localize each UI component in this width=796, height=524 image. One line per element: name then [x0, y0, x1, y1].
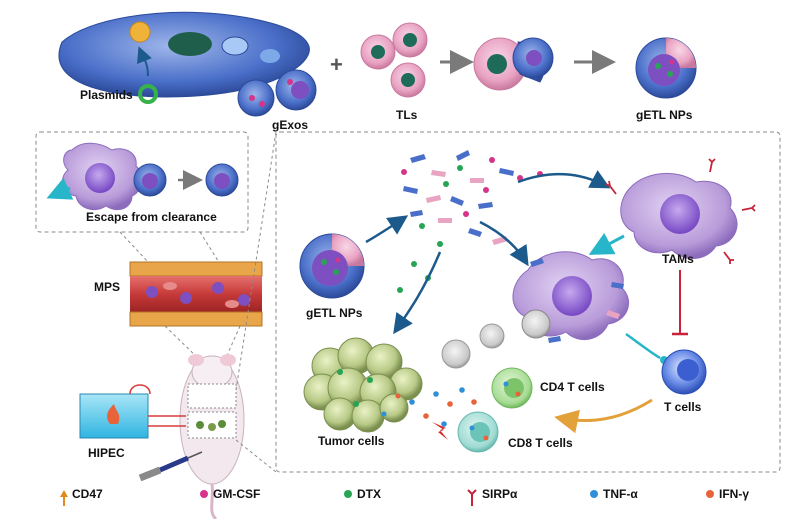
legend: CD47 GM-CSF DTX SIRPα TNF-α IFN-γ [0, 487, 796, 513]
cd8-t-cell [457, 411, 499, 453]
legend-gmcsf-label: GM-CSF [213, 487, 261, 501]
engulfed-debris [521, 309, 551, 339]
legend-sirpa: SIRPα [482, 487, 517, 501]
label-getl-mid: gETL NPs [306, 306, 363, 320]
dtx-legend-icon [344, 490, 352, 498]
guide-line [119, 231, 151, 265]
guide-line [235, 439, 277, 473]
plus-sign: + [330, 52, 343, 77]
sirpa-receptor-icon [723, 251, 734, 264]
mitochondria-icon [221, 36, 249, 56]
arrow-gmcsf-to-tams [517, 170, 611, 189]
legend-gmcsf: GM-CSF [200, 487, 260, 501]
plasmid-icon [137, 46, 158, 104]
tumor-debris [479, 323, 505, 349]
released-payload [397, 157, 543, 293]
guide-line [235, 131, 277, 391]
guide-line [199, 231, 221, 265]
getl-np-free [205, 163, 239, 197]
label-cd4: CD4 T cells [540, 380, 605, 394]
arrow-np-to-burst [365, 215, 409, 244]
label-t-cells: T cells [664, 400, 702, 414]
getl-np-mid [299, 233, 365, 299]
t-cell [661, 349, 707, 395]
label-escape: Escape from clearance [86, 210, 217, 224]
antigen-presentation-line [625, 332, 661, 360]
label-tams: TAMs [662, 252, 694, 266]
label-mps: MPS [94, 280, 121, 294]
legend-ifng-label: IFN-γ [719, 487, 749, 501]
arrow-tcell-activation [554, 398, 653, 434]
tl-liposomes [360, 22, 428, 98]
vesicle-icon [260, 49, 280, 63]
mechanism-box [275, 131, 781, 473]
label-plasmids: Plasmids [80, 88, 133, 102]
cell-organelle-icon [129, 21, 151, 43]
legend-icons [60, 489, 477, 506]
legend-tnfa: TNF-α [590, 487, 638, 501]
m1-macrophage [512, 251, 629, 343]
tnfa-legend-icon [590, 490, 598, 498]
legend-cd47-label: CD47 [72, 487, 103, 501]
sirpa-legend-icon [467, 489, 477, 506]
legend-tnfa-label: TNF-α [603, 487, 638, 501]
gmcsf-legend-icon [200, 490, 208, 498]
arrow-to-macrophage [479, 220, 529, 267]
legend-sirpa-label: SIRPα [482, 487, 518, 501]
arrow-dtx-to-tumor [393, 251, 442, 335]
label-gexos: gExos [272, 118, 309, 132]
donor-cell [58, 11, 310, 98]
sirpa-receptor-icon [605, 180, 617, 195]
gexo-core-icon [291, 81, 309, 99]
label-tumor: Tumor cells [318, 434, 385, 448]
sirpa-receptor-icon [708, 158, 716, 173]
legend-dtx-label: DTX [357, 487, 381, 501]
guide-line [164, 325, 201, 361]
heat-flame-icon [107, 404, 120, 424]
fusion-intermediate [473, 37, 554, 91]
legend-ifng: IFN-γ [706, 487, 749, 501]
tumor-cluster [303, 337, 423, 433]
label-cd8: CD8 T cells [508, 436, 573, 450]
legend-dtx: DTX [344, 487, 381, 501]
gexo-vesicles [237, 69, 317, 117]
macrophage-escape [61, 142, 143, 211]
getl-np-top [635, 37, 697, 99]
arrow-escape [46, 177, 74, 200]
label-tls: TLs [396, 108, 418, 122]
tumor-debris [441, 339, 471, 369]
arrow-tam-polarization [588, 232, 625, 255]
legend-cd47: CD47 [72, 487, 103, 501]
tam-macrophage [605, 158, 756, 264]
label-hipec: HIPEC [88, 446, 125, 460]
hipec-bath [79, 384, 186, 439]
golgi-icon [168, 32, 212, 56]
mouse-icon [179, 354, 245, 521]
cytotoxic-lightning-icon [432, 422, 448, 440]
cytokines [409, 387, 477, 427]
label-getl-top: gETL NPs [636, 108, 693, 122]
mps-vessel [129, 261, 263, 327]
escape-box [35, 131, 249, 233]
sirpa-receptor-icon [741, 204, 756, 212]
syringe-icon [138, 451, 203, 482]
getl-np-escape [133, 163, 167, 197]
ifng-legend-icon [706, 490, 714, 498]
membrane-fragments [403, 150, 514, 245]
cd4-t-cell [491, 367, 533, 409]
